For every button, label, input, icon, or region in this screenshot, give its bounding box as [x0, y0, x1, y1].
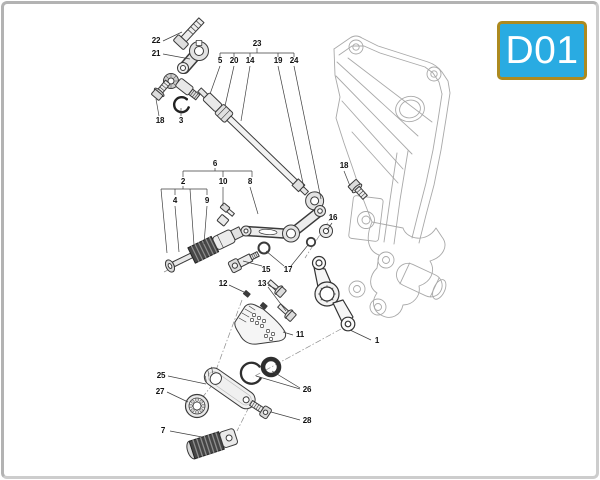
callout-2: 2 — [180, 177, 186, 186]
callout-4: 4 — [172, 196, 178, 205]
callout-5: 5 — [217, 56, 223, 65]
callout-12: 12 — [218, 279, 228, 288]
rings-26 — [239, 356, 282, 385]
callout-21: 21 — [151, 49, 161, 58]
gear-pedal — [164, 226, 244, 273]
callout-22: 22 — [151, 36, 161, 45]
bolt-18-right — [347, 179, 368, 200]
plate-code-badge: D01 — [497, 21, 587, 80]
frame-reference-part — [333, 35, 451, 318]
callout-23: 23 — [252, 39, 262, 48]
callout-9: 9 — [204, 196, 210, 205]
washers-16-17 — [257, 224, 333, 255]
callout-27: 27 — [155, 387, 165, 396]
gear-rod — [197, 87, 325, 211]
callout-17: 17 — [283, 265, 293, 274]
callout-26: 26 — [302, 385, 312, 394]
lever-21 — [177, 40, 209, 74]
bolt-22 — [173, 17, 205, 50]
bearing-27 — [184, 393, 210, 419]
callout-28: 28 — [302, 416, 312, 425]
callout-8: 8 — [247, 177, 253, 186]
callout-10: 10 — [218, 177, 228, 186]
shift-arm-8 — [240, 205, 326, 243]
parts — [151, 17, 368, 460]
circlip-3 — [172, 96, 190, 114]
callout-24: 24 — [289, 56, 299, 65]
adjuster-5 — [175, 78, 201, 101]
callout-14: 14 — [245, 56, 255, 65]
heel-plate-11 — [234, 303, 287, 345]
callout-25: 25 — [156, 371, 166, 380]
callout-16: 16 — [328, 213, 338, 222]
callout-15: 15 — [261, 265, 271, 274]
footpeg-bracket-1 — [311, 255, 356, 332]
leader-lines — [155, 31, 372, 438]
bolt-28 — [249, 400, 272, 420]
footpeg-7 — [186, 428, 239, 460]
bolt-18-left — [151, 79, 171, 101]
callout-6: 6 — [212, 159, 218, 168]
callout-3: 3 — [178, 116, 184, 125]
callout-18: 18 — [155, 116, 165, 125]
callout-13: 13 — [257, 279, 267, 288]
callout-19: 19 — [273, 56, 283, 65]
shoulder-bolt-15 — [227, 251, 260, 274]
callout-18: 18 — [339, 161, 349, 170]
callout-11: 11 — [295, 330, 305, 339]
link-arm-25 — [203, 366, 256, 410]
callout-20: 20 — [229, 56, 239, 65]
callout-1: 1 — [374, 336, 380, 345]
callout-7: 7 — [160, 426, 166, 435]
